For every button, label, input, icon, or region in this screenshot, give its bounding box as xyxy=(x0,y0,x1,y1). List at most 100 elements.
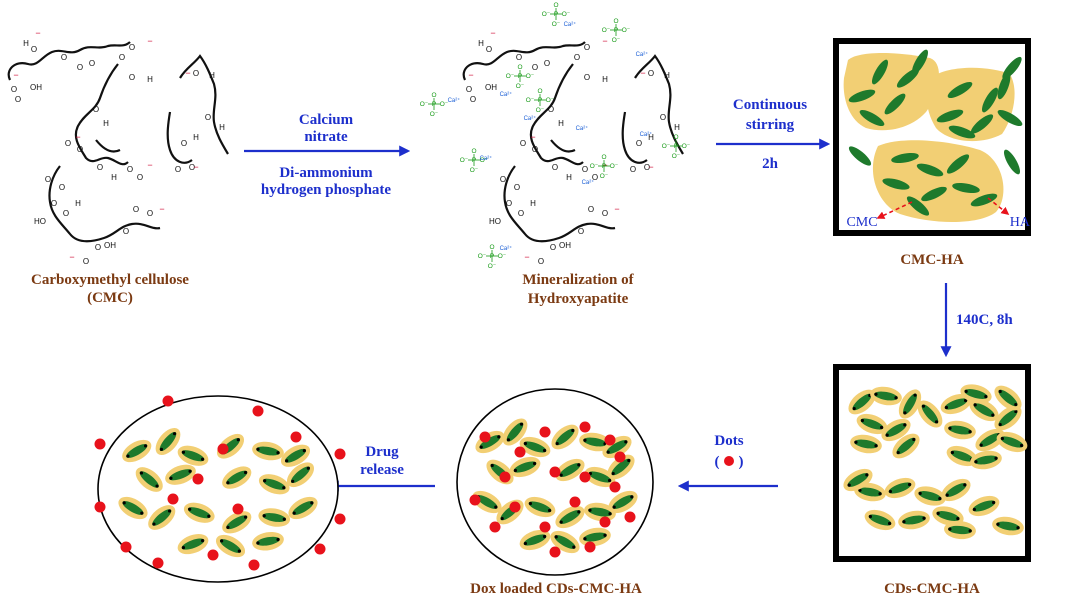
chain-atom-label: H xyxy=(602,75,608,84)
ha-rod xyxy=(903,393,917,415)
carbon-dot-small xyxy=(624,440,628,444)
chain-atom-label: O xyxy=(574,53,580,62)
carbon-dot-small xyxy=(588,508,592,512)
carbon-dot-small xyxy=(181,450,186,454)
chain-atom-label: O xyxy=(630,165,636,174)
released-drug-dot xyxy=(248,559,260,571)
phosphate-o-label: O⁻ xyxy=(600,173,609,180)
ha-rod xyxy=(219,539,242,553)
negative-charge-label: − xyxy=(468,70,473,80)
phosphate-o-label: O xyxy=(673,134,678,141)
negative-charge-label: − xyxy=(147,160,152,170)
carbon-dot-small xyxy=(948,527,952,531)
chain-atom-label: O xyxy=(588,205,594,214)
ha-rod xyxy=(169,469,192,481)
phosphate-o-label: O⁻ xyxy=(602,27,611,34)
carbon-dot-small xyxy=(874,392,878,396)
ha-rod xyxy=(588,471,612,483)
carbon-dot-small xyxy=(973,403,977,407)
carbon-dot-small xyxy=(532,461,537,466)
phosphate-o-label: O⁻ xyxy=(622,27,631,34)
phosphate-o-label: O⁻ xyxy=(672,153,681,160)
chain-atom-label: O xyxy=(584,73,590,82)
carbon-dot-small xyxy=(918,491,922,495)
carbon-dot-small xyxy=(200,457,205,461)
carbon-dot-small xyxy=(921,404,926,408)
chain-atom-label: HO xyxy=(489,217,501,226)
polymer-chain-segment xyxy=(179,54,229,155)
step4-label: Dots xyxy=(714,433,743,449)
carbon-dot-small xyxy=(938,497,942,501)
carbon-dot xyxy=(579,471,591,483)
ha-rod xyxy=(181,538,205,550)
carbon-dot-small xyxy=(612,505,616,509)
ha-rod xyxy=(583,532,607,542)
carbon-dot-small xyxy=(523,441,528,446)
phosphate-o-label: O xyxy=(537,88,542,95)
ha-rod xyxy=(974,455,998,465)
negative-charge-label: − xyxy=(193,162,198,172)
carbon-dot-small xyxy=(220,539,224,543)
ha-rod xyxy=(948,425,972,435)
chain-atom-label: O xyxy=(506,199,512,208)
ha-rod xyxy=(885,423,907,437)
negative-charge-label: − xyxy=(530,132,535,142)
carbon-dot-small xyxy=(887,521,892,526)
ha-rod xyxy=(139,471,159,488)
chain-atom-label: O xyxy=(514,183,520,192)
ha-rod xyxy=(921,404,939,424)
ha-rod xyxy=(921,186,947,202)
carbon-dot-small xyxy=(583,438,587,442)
released-drug-dot xyxy=(207,549,219,561)
ha-rod xyxy=(911,49,929,75)
ha-rod xyxy=(858,487,882,497)
ha-rod xyxy=(871,59,889,85)
phosphate-o-label: O⁻ xyxy=(480,157,489,164)
cmc-caption-line1: Carboxymethyl cellulose xyxy=(31,272,189,288)
ha-rod xyxy=(888,482,912,494)
ha-rod xyxy=(606,440,628,454)
cds-cmc-ha-composite xyxy=(843,384,1028,540)
carbon-dot-small xyxy=(513,468,518,473)
chain-atom-label: O xyxy=(127,165,133,174)
phosphate-o-label: O⁻ xyxy=(488,263,497,270)
carbon-dot-small xyxy=(963,398,968,403)
carbon-dot xyxy=(549,546,561,558)
ha-rod xyxy=(998,389,1018,407)
ha-rod xyxy=(126,444,148,458)
dox-caption: Dox loaded CDs-CMC-HA xyxy=(470,581,642,597)
ha-rod xyxy=(964,389,988,399)
carbon-dot xyxy=(609,481,621,493)
chain-atom-label: O xyxy=(466,85,472,94)
carbon-dot-small xyxy=(944,405,949,410)
carbon-dot-small xyxy=(879,425,884,430)
carbon-dot-small xyxy=(243,515,248,519)
ha-rod xyxy=(948,525,972,535)
chain-atom-label: O xyxy=(147,209,153,218)
chain-atom-label: O xyxy=(602,209,608,218)
carbon-dot xyxy=(499,471,511,483)
carbon-dot-small xyxy=(188,507,192,511)
carbon-dot-small xyxy=(500,516,504,521)
carbon-dot-small xyxy=(140,511,144,515)
negative-charge-label: − xyxy=(602,36,607,46)
carbon-dot-small xyxy=(155,484,159,488)
phosphate-o-label: O⁻ xyxy=(460,157,469,164)
ha-rod xyxy=(948,125,976,139)
chain-atom-label: HO xyxy=(34,217,46,226)
carbon-dot xyxy=(569,496,581,508)
carbon-dot-small xyxy=(497,435,501,439)
carbon-dot-small xyxy=(292,511,296,515)
step4-paren-close: ) xyxy=(739,454,744,470)
chain-atom-label: O xyxy=(500,175,506,184)
chain-atom-label: O xyxy=(532,145,538,154)
carbon-dot-small xyxy=(159,447,164,451)
carbon-dot-small xyxy=(894,396,898,400)
carbon-dot-small xyxy=(860,418,865,423)
released-drug-dot xyxy=(217,443,229,455)
phosphate-o-label: O⁻ xyxy=(612,37,621,44)
phosphate-o-label: O⁻ xyxy=(420,101,429,108)
step5-label-line1: Drug xyxy=(365,444,399,460)
carbon-dot-small xyxy=(528,501,533,506)
negative-charge-label: − xyxy=(490,28,495,38)
